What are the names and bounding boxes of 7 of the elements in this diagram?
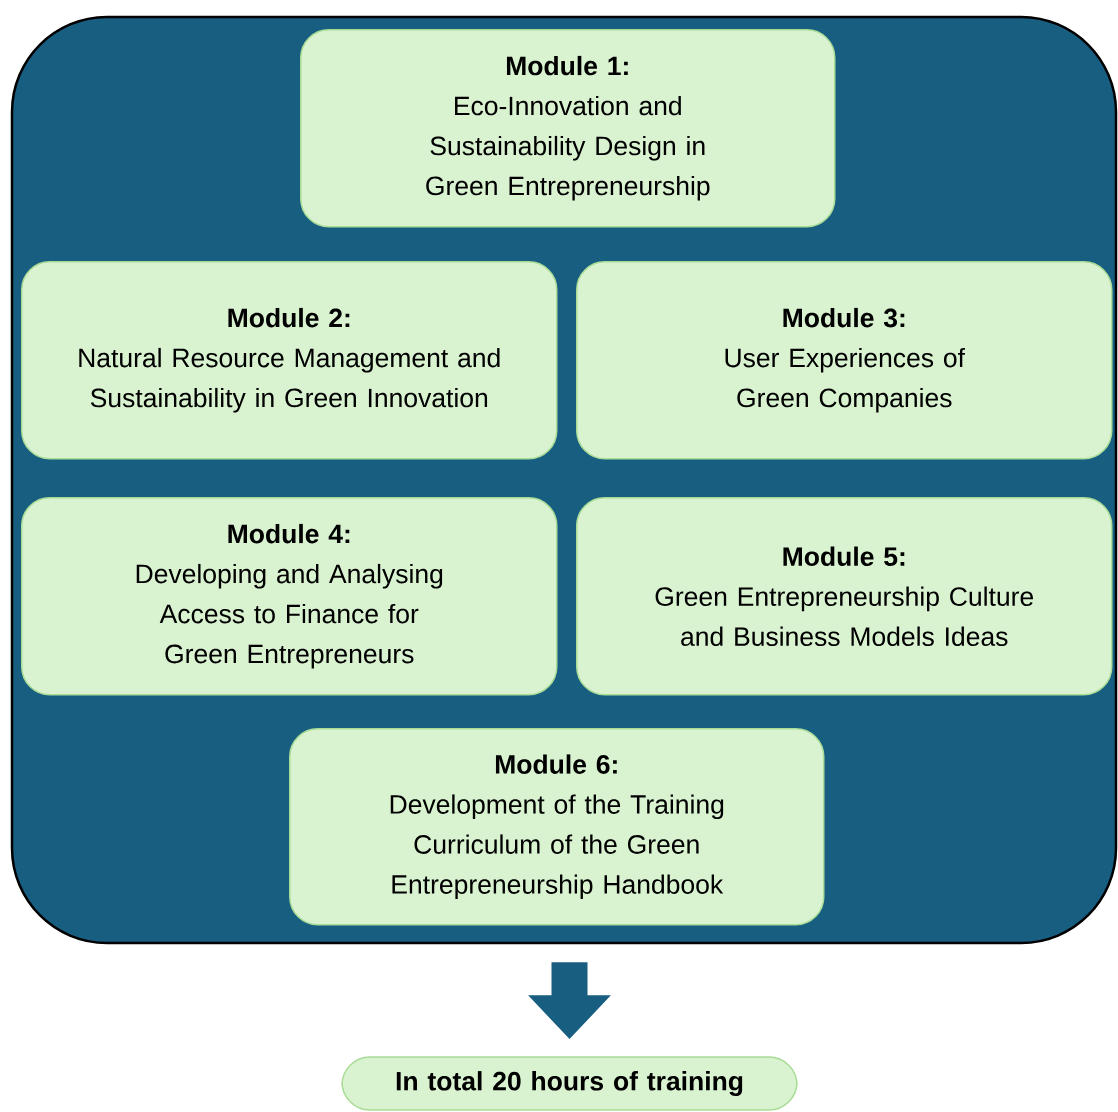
- module-box: Module 5: Green Entrepreneurship Culture and Business Models Ideas: [576, 497, 1113, 696]
- module-box: Module 4: Developing and Analysing Access to Finance for Green Entrepreneurs: [21, 497, 558, 696]
- module-box: Module 3: User Experiences of Green Companies: [576, 261, 1113, 460]
- summary-box: In total 20 hours of training: [341, 1056, 798, 1111]
- module-box: Module 1: Eco-Innovation and Sustainability Design in Green Entrepreneurship: [300, 29, 836, 228]
- module-box: Module 6: Development of the Training Curriculum of the Green Entrepreneurship Handbook: [289, 728, 825, 926]
- module-box: Module 2: Natural Resource Management and Sustainability in Green Innovation: [21, 261, 558, 460]
